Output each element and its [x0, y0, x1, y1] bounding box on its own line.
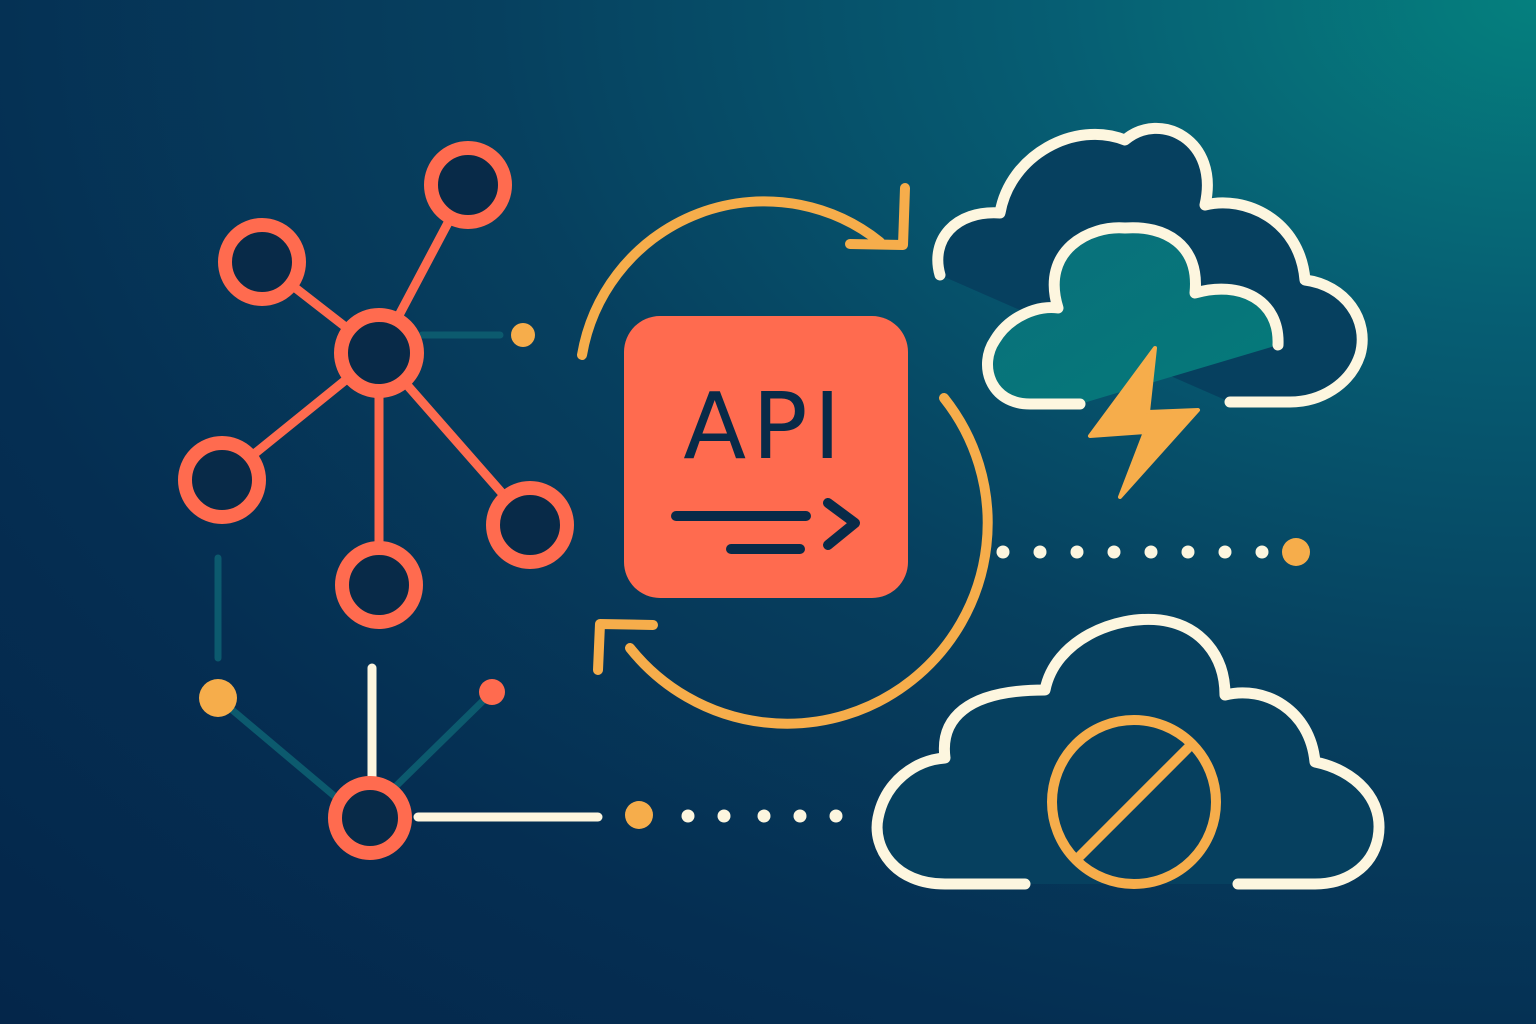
- connector-dot: [625, 801, 653, 829]
- cloud-blocked-icon: [871, 613, 1385, 890]
- network-node: [424, 141, 512, 229]
- sync-arc-bottom: [625, 393, 993, 729]
- orange-dot: [199, 679, 237, 717]
- prohibited-circle: [1047, 715, 1221, 889]
- api-label: API: [683, 373, 847, 480]
- bottom-graph-node: [328, 776, 412, 860]
- dotted-line-middle: [996, 545, 1269, 559]
- graph-edge: [214, 694, 349, 809]
- network-node: [218, 218, 306, 306]
- sync-arc-top: [577, 196, 885, 360]
- sync-arrows-icon: [577, 183, 993, 729]
- blocked-cloud-outline: [871, 613, 1385, 890]
- front-cloud: [982, 222, 1284, 410]
- connector-dot: [1282, 538, 1310, 566]
- network-hub-node: [334, 308, 424, 398]
- network-node: [335, 541, 423, 629]
- graph-edge: [388, 688, 496, 794]
- sync-arrowhead-bottom: [593, 619, 658, 675]
- api-card: API: [624, 316, 908, 598]
- prohibited-slash: [1075, 743, 1193, 861]
- cloud-lightning-icon: [932, 122, 1368, 499]
- api-card-background: [624, 316, 908, 598]
- coral-dot: [479, 679, 505, 705]
- lightning-bolt-icon: [1088, 346, 1200, 499]
- network-node: [178, 436, 266, 524]
- network-node: [486, 481, 574, 569]
- dotted-line-bottom: [681, 809, 843, 823]
- sync-arrowhead-top: [845, 183, 910, 250]
- connector-dot: [511, 323, 535, 347]
- api-arrow-head: [823, 498, 860, 550]
